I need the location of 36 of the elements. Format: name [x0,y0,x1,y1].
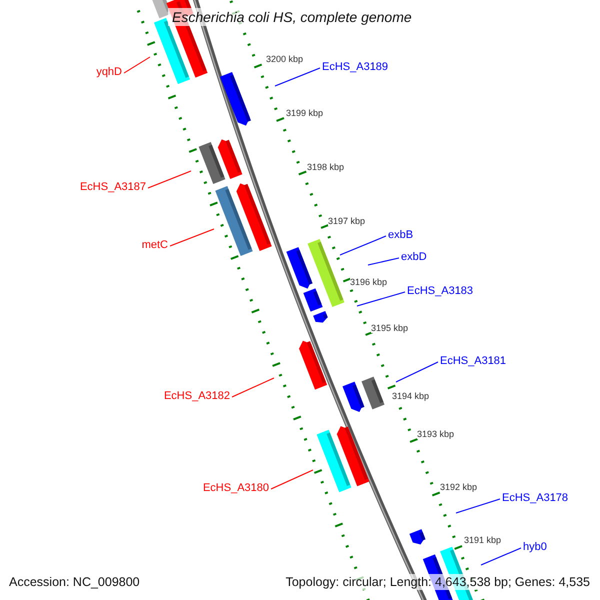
tick-label: 3195 kbp [371,323,408,333]
gene-label: EcHS_A3182 [164,389,230,403]
leader-line [480,548,522,566]
tick-label: 3193 kbp [417,429,454,439]
gene-label: yqhD [96,65,122,79]
leader-line [274,68,320,86]
gene-label: exbD [401,250,427,264]
leader-line [396,362,438,382]
tick-label: 3191 kbp [464,535,502,545]
tick-label: 3197 kbp [328,216,366,226]
leader-line [270,470,314,490]
tick-label: 3200 kbp [266,54,304,64]
tick-label: 3196 kbp [350,277,388,287]
gene-label: hyb0 [523,540,547,554]
leader-line [232,378,274,398]
leader-line [340,236,386,256]
gene-label: metC [142,238,168,252]
gene-label: EcHS_A3180 [202,481,269,495]
tick-label: 3194 kbp [392,391,430,401]
leader-line [456,498,500,514]
leader-line [148,170,192,188]
gene-label: EcHS_A3178 [502,491,568,505]
gene-label: EcHS_A3181 [440,354,506,368]
leader-line [170,228,214,246]
leader-line [356,292,406,306]
tick-label: 3198 kbp [307,162,344,172]
tick-label: 3199 kbp [286,108,324,118]
gene-label: EcHS_A3189 [322,60,388,74]
tick-label: 3192 kbp [440,482,478,492]
gene-label: exbB [388,228,414,242]
accession-text: Accession: NC_009800 [7,574,142,590]
gene-label: EcHS_A3183 [407,284,474,298]
genome-info-text: Topology: circular; Length: 4,643,538 bp; Genes: 4,535 [284,574,592,590]
leader-line [368,258,400,266]
gene-label: EcHS_A3187 [80,180,146,194]
leader-line [124,56,150,74]
